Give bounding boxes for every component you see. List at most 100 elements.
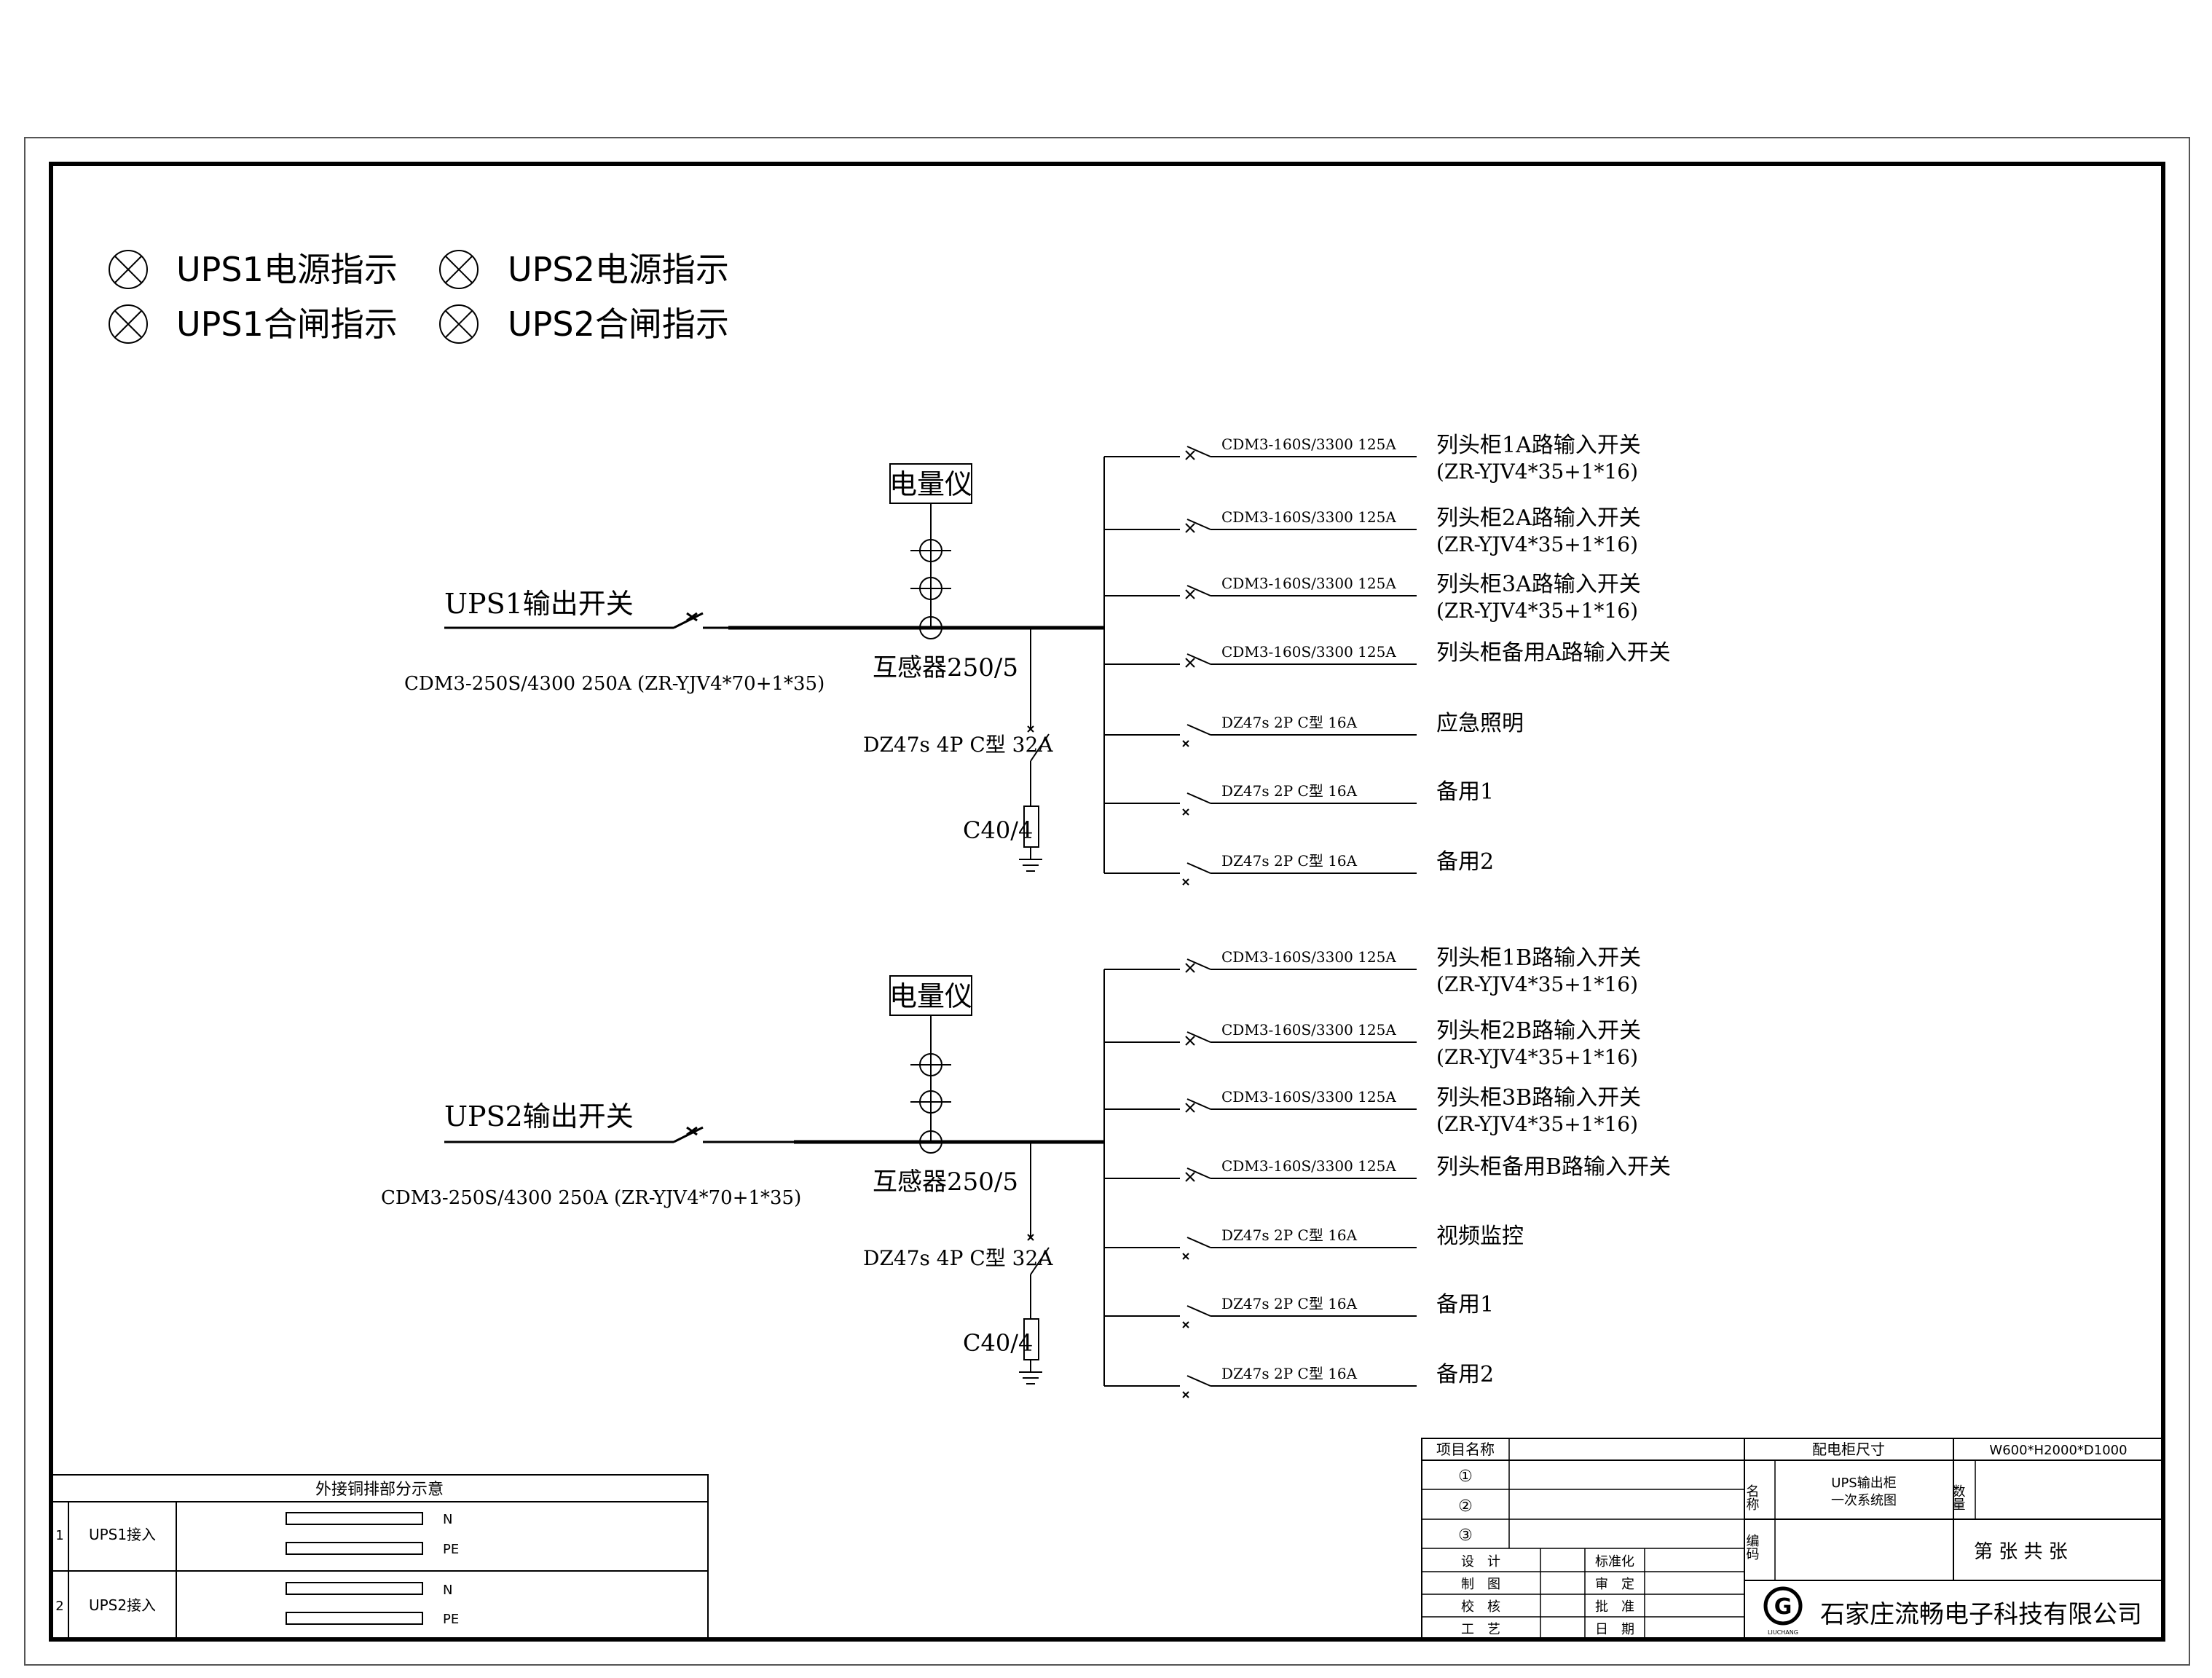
breaker-contact: [1186, 1098, 1211, 1110]
ct-label: 互感器250/5: [873, 1167, 1018, 1197]
indicator-ups1-power: UPS1电源指示: [109, 250, 398, 289]
feeder-breaker-label: CDM3-160S/3300 125A: [1221, 1157, 1396, 1175]
inner-frame: [49, 162, 2165, 1642]
feeder-name: 列头柜备用A路输入开关: [1436, 640, 1671, 666]
feeder-name: 列头柜1A路输入开关: [1436, 433, 1641, 458]
feeder-name: 应急照明: [1436, 711, 1524, 736]
feeder-breaker-label: DZ47s 2P C型 16A: [1221, 714, 1358, 731]
feeder-breaker-label: CDM3-160S/3300 125A: [1221, 1088, 1396, 1106]
feeder-row: DZ47s 2P C型 16A 视频监控: [1104, 1224, 1524, 1260]
feeder-breaker-label: DZ47s 2P C型 16A: [1221, 1295, 1358, 1312]
breaker-contact: [1186, 446, 1211, 457]
feeder-row: DZ47s 2P C型 16A 备用1: [1104, 1292, 1494, 1328]
role-design: 设 计: [1461, 1554, 1500, 1569]
indicator-ups2-close: UPS2合闸指示: [439, 304, 729, 344]
indicator-lamp-icon: [439, 304, 479, 344]
breaker-contact: [1186, 1237, 1211, 1248]
spd-label: C40/4: [963, 816, 1033, 844]
feeder-name: 备用1: [1436, 1292, 1494, 1317]
feeder-name: 列头柜2B路输入开关: [1436, 1018, 1641, 1044]
indicator-label: UPS1合闸指示: [176, 304, 398, 344]
power-meter-label: 电量仪: [889, 980, 972, 1012]
indicator-label: UPS2合闸指示: [508, 304, 729, 344]
busbar-pe-label: PE: [443, 1542, 459, 1557]
feeder-cable: (ZR-YJV4*35+1*16): [1436, 972, 1638, 996]
indicator-lamp-icon: [439, 250, 479, 289]
ct-label: 互感器250/5: [873, 653, 1018, 682]
outer-frame: [24, 137, 2190, 1666]
indicator-lamp-icon: [109, 304, 148, 344]
indicator-legend: UPS1电源指示 UPS2电源指示 UPS1合闸指示 UP: [109, 250, 729, 344]
name-label: 名称: [1744, 1484, 1760, 1510]
spd-breaker-contact: [1030, 1247, 1050, 1275]
sheet-text: 第 张 共 张: [1974, 1541, 2068, 1563]
feeder-row: CDM3-160S/3300 125A 列头柜备用B路输入开关: [1104, 1154, 1671, 1182]
name-value-2: 一次系统图: [1831, 1493, 1897, 1508]
breaker-contact: [1186, 792, 1211, 804]
table-row-name: UPS2接入: [89, 1596, 156, 1614]
feeder-breaker-label: CDM3-160S/3300 125A: [1221, 508, 1396, 526]
power-meter-label: 电量仪: [889, 468, 972, 500]
feeder-breaker-label: CDM3-160S/3300 125A: [1221, 948, 1396, 966]
main-breaker-icon: [673, 1126, 704, 1143]
ups1-section: 电量仪 UPS1输出开关 CDM3-250S/4300 250A (ZR-YJV…: [404, 433, 1671, 886]
feeder-name: 列头柜3A路输入开关: [1436, 572, 1641, 597]
main-switch-spec: CDM3-250S/4300 250A (ZR-YJV4*70+1*35): [404, 673, 824, 695]
feeder-name: 备用1: [1436, 779, 1494, 805]
main-switch-label: UPS1输出开关: [444, 588, 634, 620]
table-row-name: UPS1接入: [89, 1526, 156, 1543]
feeder-breaker-label: CDM3-160S/3300 125A: [1221, 1021, 1396, 1039]
indicator-lamp-icon: [109, 250, 148, 289]
feeder-row: CDM3-160S/3300 125A 列头柜1B路输入开关(ZR-YJV4*35…: [1104, 945, 1641, 996]
ground-icon: [1019, 1360, 1042, 1384]
feeder-cable: (ZR-YJV4*35+1*16): [1436, 1112, 1638, 1136]
breaker-contact: [1186, 862, 1211, 874]
feeder-row: CDM3-160S/3300 125A 列头柜2B路输入开关(ZR-YJV4*35…: [1104, 1018, 1641, 1069]
project-name-label: 项目名称: [1436, 1441, 1495, 1458]
feeder-breaker-label: DZ47s 2P C型 16A: [1221, 1226, 1358, 1244]
circled-2: ②: [1458, 1497, 1473, 1516]
role-check: 校 核: [1461, 1599, 1500, 1615]
role-draw: 制 图: [1461, 1577, 1500, 1592]
role-date: 日 期: [1595, 1622, 1634, 1637]
role-approve: 批 准: [1595, 1599, 1634, 1615]
feeder-row: CDM3-160S/3300 125A 列头柜1A路输入开关(ZR-YJV4*35…: [1104, 433, 1641, 484]
breaker-contact: [1186, 1031, 1211, 1043]
main-switch-spec: CDM3-250S/4300 250A (ZR-YJV4*70+1*35): [381, 1187, 801, 1209]
indicator-label: UPS1电源指示: [176, 250, 398, 289]
feeder-row: DZ47s 2P C型 16A 应急照明: [1104, 711, 1524, 747]
busbar-pe-label: PE: [443, 1612, 459, 1627]
ups2-section: 电量仪 UPS2输出开关 CDM3-250S/4300 250A (ZR-YJV…: [381, 945, 1671, 1398]
indicator-label: UPS2电源指示: [508, 250, 729, 289]
breaker-contact: [1186, 653, 1211, 665]
feeder-breaker-label: CDM3-160S/3300 125A: [1221, 643, 1396, 661]
table-row-no: 2: [55, 1599, 63, 1614]
feeder-cable: (ZR-YJV4*35+1*16): [1436, 599, 1638, 623]
indicator-ups2-power: UPS2电源指示: [439, 250, 729, 289]
feeder-breaker-label: CDM3-160S/3300 125A: [1221, 436, 1396, 453]
feeder-name: 列头柜备用B路输入开关: [1436, 1154, 1671, 1180]
role-review: 审 定: [1595, 1577, 1634, 1592]
svg-text:G: G: [1774, 1594, 1792, 1620]
main-switch-label: UPS2输出开关: [444, 1100, 634, 1133]
feeder-name: 列头柜1B路输入开关: [1436, 945, 1641, 971]
busbar-n-label: N: [443, 1583, 452, 1598]
feeder-name: 视频监控: [1436, 1224, 1524, 1249]
feeder-cable: (ZR-YJV4*35+1*16): [1436, 1045, 1638, 1069]
breaker-contact: [1186, 1375, 1211, 1387]
title-block: 项目名称 配电柜尺寸 W600*H2000*D1000 ① ② ③ 名称 UPS…: [1421, 1438, 2164, 1640]
breaker-contact: [1186, 724, 1211, 736]
indicator-ups1-close: UPS1合闸指示: [109, 304, 398, 344]
cabinet-size-label: 配电柜尺寸: [1812, 1441, 1885, 1458]
name-value-1: UPS输出柜: [1831, 1476, 1896, 1491]
busbar-n-icon: [286, 1582, 423, 1595]
feeder-cable: (ZR-YJV4*35+1*16): [1436, 460, 1638, 484]
circled-1: ①: [1458, 1468, 1473, 1486]
